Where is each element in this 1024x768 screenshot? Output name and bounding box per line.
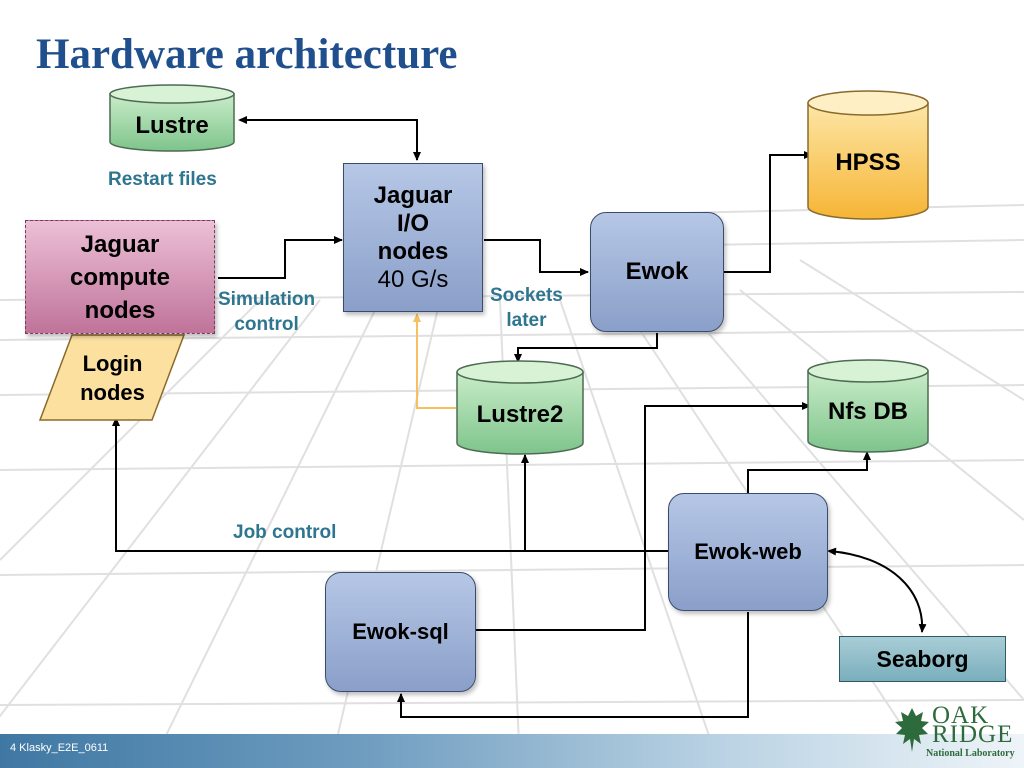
jaguar-io-line3: nodes xyxy=(377,237,449,265)
footer-bar xyxy=(0,734,1024,768)
arrow-compute-to-io xyxy=(218,236,343,279)
jaguar-io-rate: 40 G/s xyxy=(377,265,449,293)
restart-files-label: Restart files xyxy=(108,169,217,190)
jaguar-io-nodes-box: Jaguar I/O nodes 40 G/s xyxy=(343,163,483,312)
arrow-io-to-ewok xyxy=(484,239,589,276)
arrow-job-control-to-login xyxy=(112,417,525,552)
jaguar-io-line2: I/O xyxy=(396,209,429,237)
oak-leaf-icon xyxy=(895,708,929,752)
arrow-sql-to-nfsdb xyxy=(476,402,811,631)
arrow-lustre-jaguar-io xyxy=(238,116,421,161)
login-nodes-shape xyxy=(38,334,186,421)
hpss-label: HPSS xyxy=(835,149,901,176)
jaguar-compute-nodes-box: Jaguar compute nodes xyxy=(25,220,215,334)
sockets-later-label: Sockets later xyxy=(490,283,563,333)
seaborg-box: Seaborg xyxy=(839,636,1006,682)
nfsdb-cylinder xyxy=(807,359,929,453)
jaguar-compute-line3: nodes xyxy=(84,296,156,324)
jaguar-io-line1: Jaguar xyxy=(373,181,453,209)
ewok-sql-box: Ewok-sql xyxy=(325,572,476,692)
login-line1: Login xyxy=(82,351,143,376)
login-line2: nodes xyxy=(80,380,145,405)
arrow-web-to-lustre2 xyxy=(521,454,668,552)
logo-lab-text: National Laboratory xyxy=(926,748,1015,759)
lustre2-cylinder xyxy=(456,360,584,455)
jaguar-compute-line2: compute xyxy=(69,263,170,291)
simulation-control-label: Simulation control xyxy=(218,287,315,337)
sockets-later-line1: Sockets xyxy=(490,285,563,306)
simulation-control-line2: control xyxy=(234,314,299,335)
lustre-cylinder xyxy=(109,84,235,152)
jaguar-compute-line1: Jaguar xyxy=(80,230,160,258)
login-nodes-text: Login nodes xyxy=(55,345,170,411)
lustre-label: Lustre xyxy=(135,112,209,139)
nfsdb-label: Nfs DB xyxy=(827,398,908,425)
lustre2-label: Lustre2 xyxy=(476,401,564,428)
arrow-ewok-to-lustre2 xyxy=(514,333,658,363)
arrow-web-to-nfsdb xyxy=(747,451,871,493)
slide-number-label: 4 Klasky_E2E_0611 xyxy=(10,742,109,754)
arrow-web-seaborg xyxy=(827,547,927,633)
arrow-web-to-sql xyxy=(397,612,749,718)
simulation-control-line1: Simulation xyxy=(218,289,316,310)
logo-oak-text: OAK xyxy=(932,702,990,729)
arrow-lustre2-to-io xyxy=(413,313,456,409)
job-control-label: Job control xyxy=(233,522,337,543)
ewok-web-box: Ewok-web xyxy=(668,493,828,611)
arrow-ewok-to-hpss xyxy=(724,151,813,273)
logo-ridge-text: RIDGE xyxy=(932,721,1014,748)
sockets-later-line2: later xyxy=(506,310,547,331)
ewok-box: Ewok xyxy=(590,212,724,332)
page-title: Hardware architecture xyxy=(36,31,458,78)
hpss-cylinder xyxy=(807,90,929,220)
